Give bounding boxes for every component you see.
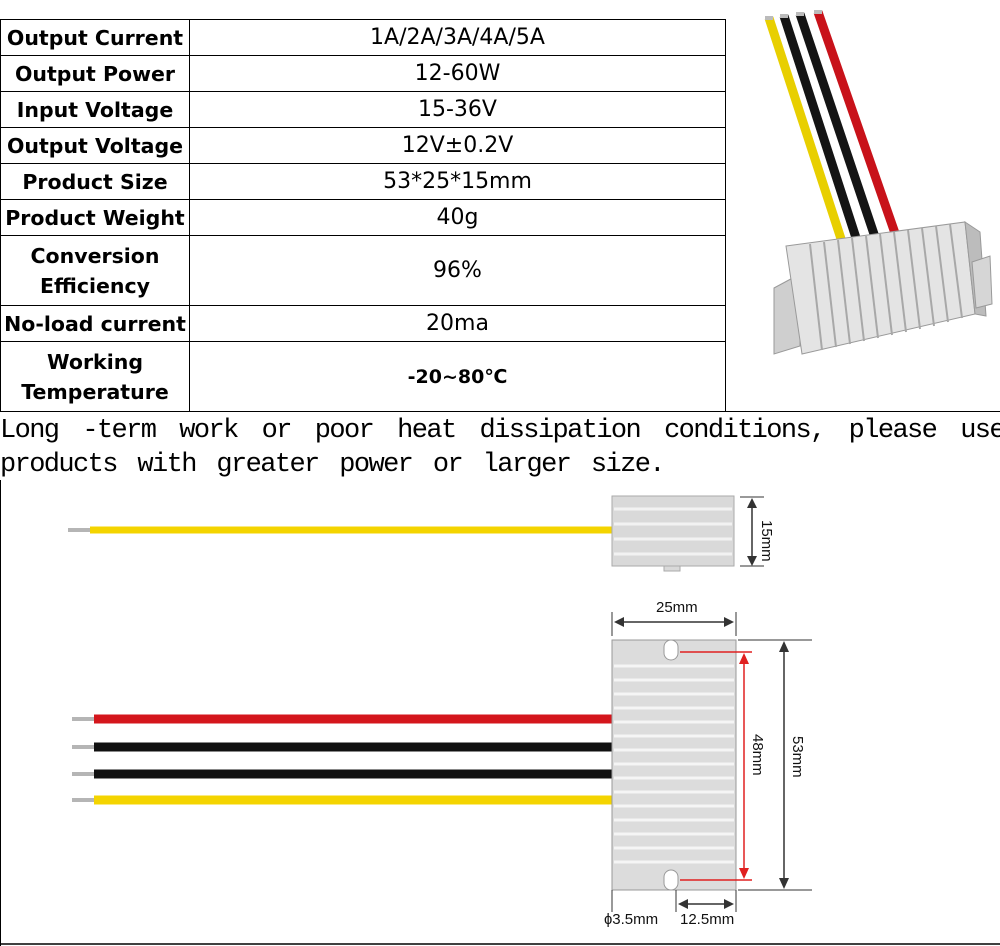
spec-row: Conversion Efficiency 96% [0, 235, 726, 306]
side-view: 15mm [68, 495, 775, 572]
usage-note: Long -term work or poor heat dissipation… [0, 416, 1000, 480]
spec-row: Output Power 12-60W [0, 55, 726, 92]
hole-diameter-label: ɸ3.5mm [604, 911, 658, 928]
top-view: 25mm 48mm 53mm ɸ3.5mm 12.5mm [72, 599, 812, 928]
mount-hole [663, 869, 679, 891]
spec-label: No-load current [0, 305, 190, 342]
spec-table: Output Current 1A/2A/3A/4A/5A Output Pow… [0, 19, 726, 412]
spec-label: Product Size [0, 163, 190, 200]
spec-row: No-load current 20ma [0, 305, 726, 342]
spec-label: Output Power [0, 55, 190, 92]
spec-label: Output Current [0, 19, 190, 56]
spec-label-line: Temperature [21, 379, 169, 404]
spec-value: 20ma [189, 305, 726, 342]
spec-label-line: Conversion [30, 243, 160, 268]
spec-label: Output Voltage [0, 127, 190, 164]
section-divider [0, 411, 1000, 412]
spec-label: Conversion Efficiency [0, 235, 190, 306]
spec-value: 12V±0.2V [189, 127, 726, 164]
product-photo [764, 10, 993, 355]
spec-value: 15-36V [189, 91, 726, 128]
spec-label: Product Weight [0, 199, 190, 236]
spec-row: Output Current 1A/2A/3A/4A/5A [0, 19, 726, 56]
hole-spacing-label: 48mm [749, 734, 766, 776]
heatsink-fins [614, 664, 734, 864]
length-label: 53mm [789, 736, 806, 778]
spec-value: -20~80℃ [189, 341, 726, 412]
width-label: 25mm [656, 599, 698, 616]
spec-row: Output Voltage 12V±0.2V [0, 127, 726, 164]
dimension-diagram: 15mm 25mm [0, 480, 1000, 946]
mount-hole [663, 639, 679, 661]
spec-value: 40g [189, 199, 726, 236]
spec-row: Working Temperature -20~80℃ [0, 341, 726, 412]
spec-label: Working Temperature [0, 341, 190, 412]
spec-value: 96% [189, 235, 726, 306]
spec-value: 1A/2A/3A/4A/5A [189, 19, 726, 56]
spec-label: Input Voltage [0, 91, 190, 128]
spec-row: Product Size 53*25*15mm [0, 163, 726, 200]
spec-row: Input Voltage 15-36V [0, 91, 726, 128]
spec-label-line: Working [46, 349, 143, 374]
spec-row: Product Weight 40g [0, 199, 726, 236]
spec-label-line: Efficiency [39, 273, 151, 298]
wire-bundle [764, 10, 901, 250]
spec-value: 12-60W [189, 55, 726, 92]
hole-offset-label: 12.5mm [680, 911, 734, 928]
heatsink-fins [614, 507, 732, 556]
heatsink-photo [773, 220, 993, 355]
height-label: 15mm [758, 520, 775, 562]
spec-value: 53*25*15mm [189, 163, 726, 200]
